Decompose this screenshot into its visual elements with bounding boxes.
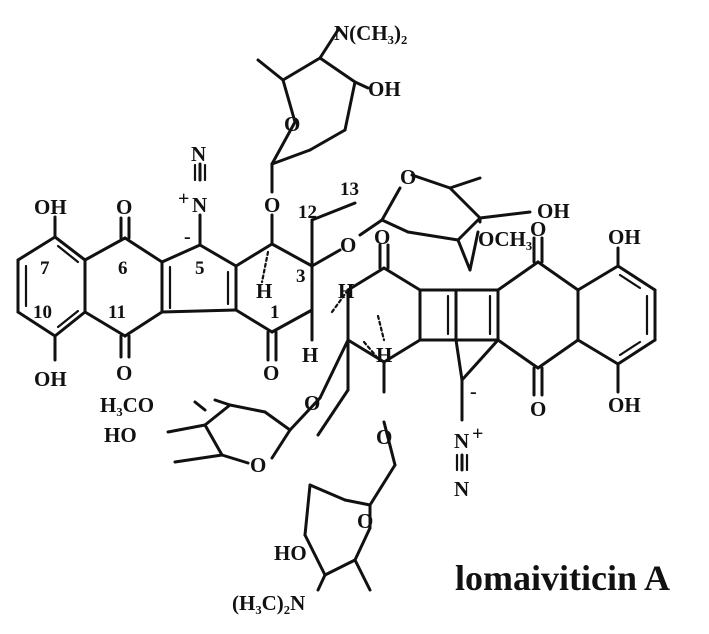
top-aminosugar (256, 28, 370, 194)
pyran-o-bottom: O (357, 509, 373, 533)
right-cyclopentadiene-ring (418, 288, 500, 472)
ho-left-sugar: HO (104, 423, 137, 447)
label-c6: 6 (118, 258, 128, 279)
carbanion-charge-left: - (184, 226, 191, 248)
label-c3: 3 (296, 266, 306, 287)
left-benzene-ring (16, 215, 87, 362)
ethyl-side-chain (310, 201, 357, 314)
label-c11: 11 (108, 302, 126, 323)
bottom-aminosugar (303, 420, 397, 592)
oh-top-left: OH (34, 195, 67, 219)
glycoside-o-bottom: O (376, 425, 392, 449)
pyran-o-left-bottom: O (250, 453, 266, 477)
ome-left-sugar: H₃CO (100, 393, 154, 417)
label-c13: 13 (340, 179, 359, 200)
right-benzene-ring (576, 246, 657, 394)
ketone-o-right: O (374, 225, 390, 249)
ome-right-sugar: OCH₃ (478, 227, 532, 251)
oh-right-sugar: OH (537, 199, 570, 223)
pyran-o-top: O (284, 112, 300, 136)
diazo-charge-right: + (472, 423, 483, 445)
left-quinone-ring (83, 216, 172, 359)
label-c10: 10 (33, 302, 52, 323)
oh-bottom-left: OH (34, 367, 67, 391)
left-bottom-sugar (166, 396, 322, 465)
diazo-n-terminal-left: N (191, 142, 206, 166)
diazo-n-right: N (454, 429, 469, 453)
right-cyclohexane-ring (316, 243, 422, 437)
h-right-ring: H (376, 343, 392, 367)
ketone-o-c1: O (263, 361, 279, 385)
quinone-o-bottom-right: O (530, 397, 546, 421)
compound-name: lomaiviticin A (455, 558, 670, 598)
label-c1: 1 (270, 302, 280, 323)
glycoside-o-right: O (340, 233, 356, 257)
nme2-top: N(CH₃)₂ (334, 21, 407, 45)
right-quinone-ring (496, 236, 580, 397)
h-c4: H (302, 343, 318, 367)
h-c2-right: H (338, 279, 354, 303)
right-top-sugar (358, 173, 532, 272)
ho-bottom-sugar: HO (274, 541, 307, 565)
nme2-bottom: (H₃C)₂N (232, 591, 305, 615)
pyran-o-right: O (400, 165, 416, 189)
quinone-o-top-right: O (530, 217, 546, 241)
diazo-charge-left: + (178, 188, 189, 210)
glycoside-o-top: O (264, 193, 280, 217)
diazo-n-terminal-right: N (454, 477, 469, 501)
h-c2-left: H (256, 279, 272, 303)
label-c7: 7 (40, 258, 50, 279)
oh-top-right: OH (608, 225, 641, 249)
quinone-o-bottom-left: O (116, 361, 132, 385)
glycoside-o-left-bottom: O (304, 391, 320, 415)
label-c5: 5 (195, 258, 205, 279)
oh-bottom-right: OH (608, 393, 641, 417)
left-cyclohexane-ring (234, 213, 314, 362)
label-c12: 12 (298, 202, 317, 223)
quinone-o-top-left: O (116, 195, 132, 219)
oh-top-sugar: OH (368, 77, 401, 101)
carbanion-charge-right: - (470, 381, 477, 403)
diazo-n-left: N (192, 193, 207, 217)
left-cyclopentadiene-ring (160, 162, 238, 314)
